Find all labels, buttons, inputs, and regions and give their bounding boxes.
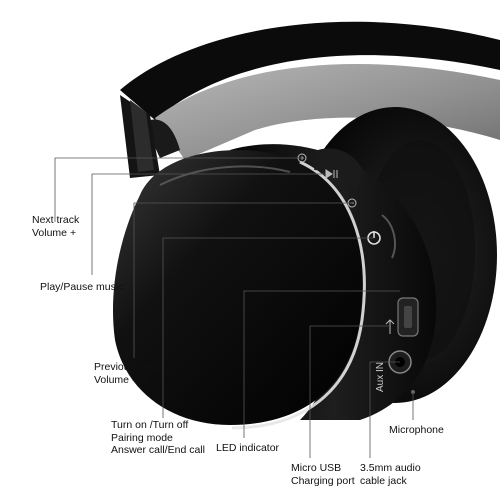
label-play-pause-text: Play/Pause music (40, 281, 124, 293)
label-micro-usb-line1: Micro USB (291, 462, 342, 474)
label-aux-jack-line2: cable jack (360, 474, 407, 487)
leader-lines (54, 157, 414, 458)
aux-in-marking: Aux IN (375, 362, 386, 392)
headband (120, 21, 500, 160)
control-buttons (297, 148, 396, 259)
label-aux-jack: 3.5mm audio cable jack (360, 462, 421, 487)
label-micro-usb-line2: Charging port (291, 474, 355, 487)
label-previous-track-line1: Previous track (94, 361, 161, 373)
label-power-line3: Answer call/End call (111, 444, 205, 456)
label-aux-jack-line1: 3.5mm audio (360, 462, 421, 474)
label-play-pause: Play/Pause music (40, 281, 123, 294)
label-previous-track-line2: Volume - (94, 373, 136, 386)
label-power-line2: Pairing mode (111, 431, 173, 444)
earcup-edge (230, 144, 437, 420)
label-microphone: Microphone (389, 424, 444, 437)
slider-arm (120, 95, 160, 178)
label-power-line1: Turn on /Turn off (111, 419, 189, 431)
label-micro-usb: Micro USB Charging port (291, 462, 355, 487)
micro-usb-port (385, 297, 419, 337)
usb-icon (385, 319, 395, 334)
label-next-track: Next track Volume + (32, 214, 79, 239)
label-led: LED indicator (216, 442, 279, 455)
label-power: Turn on /Turn off Pairing mode Answer ca… (111, 419, 205, 457)
label-microphone-text: Microphone (389, 424, 444, 436)
label-next-track-line2: Volume + (32, 226, 77, 239)
label-led-text: LED indicator (216, 442, 280, 454)
label-previous-track: Previous track Volume - (94, 361, 161, 386)
label-next-track-line1: Next track (32, 214, 80, 226)
earcup-shell (112, 150, 363, 426)
